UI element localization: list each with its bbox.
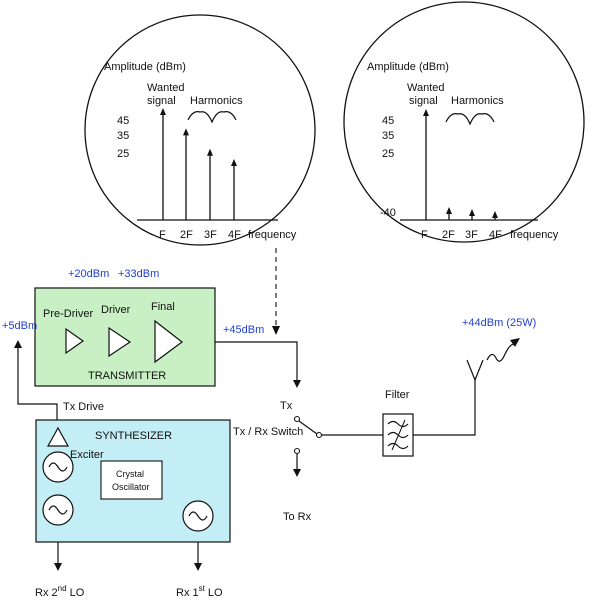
final-label: Final <box>151 301 175 313</box>
switch-tx-contact-icon <box>293 415 301 423</box>
tx-drive-wire <box>17 345 58 420</box>
left-ytick-35: 35 <box>117 130 129 142</box>
exciter-label: Exciter <box>70 449 104 461</box>
driver-amplifier-icon <box>108 326 132 358</box>
level-output: +45dBm <box>223 324 264 336</box>
pre-driver-label: Pre-Driver <box>43 308 93 320</box>
level-final-input: +33dBm <box>118 268 159 280</box>
rx1-lo-arrow-icon <box>194 563 202 571</box>
left-xtick-3F: 3F <box>204 229 217 241</box>
exciter-amplifier-icon <box>46 426 70 447</box>
right-frequency-label: frequency <box>510 229 559 241</box>
tx-drive-arrow-icon <box>14 340 22 348</box>
left-ytick-25: 25 <box>117 148 129 160</box>
right-xtick-2F: 2F <box>442 229 455 241</box>
tx-output-wire <box>215 341 298 383</box>
crystal-oscillator-box <box>100 460 163 500</box>
left-spectrum-circle <box>84 14 316 246</box>
tx-output-arrow-icon <box>293 380 301 388</box>
pre-driver-amplifier-icon <box>65 327 85 355</box>
final-amplifier-icon <box>154 319 183 364</box>
left-harmonics-brace <box>187 111 237 124</box>
left-bar-arrowhead-4F <box>231 159 237 166</box>
left-xtick-F: F <box>159 229 166 241</box>
right-ytick-minus40: -40 <box>380 207 396 219</box>
tx-label: Tx <box>280 400 293 412</box>
antenna-power-label: +44dBm (25W) <box>462 317 536 329</box>
right-xtick-F: F <box>421 229 428 241</box>
left-bar-arrowhead-2F <box>183 128 189 136</box>
filter-label: Filter <box>385 389 410 401</box>
left-harmonics-label: Harmonics <box>190 95 243 107</box>
left-bar-arrowhead-3F <box>207 148 213 156</box>
right-spectrum-panel: Amplitude (dBm) Wanted signal Harmonics … <box>343 1 585 243</box>
right-amplitude-label: Amplitude (dBm) <box>367 61 449 73</box>
left-bar-arrowhead-F <box>160 108 166 115</box>
right-spectrum-circle <box>343 1 585 243</box>
tx-drive-label: Tx Drive <box>63 401 104 413</box>
oscillator-2-sine-icon <box>48 505 68 515</box>
right-bar-arrowhead-F <box>423 109 429 116</box>
right-harmonics-label: Harmonics <box>451 95 504 107</box>
right-bar-arrowhead-3F <box>469 209 475 216</box>
right-harmonics-brace <box>445 113 495 126</box>
right-xtick-4F: 4F <box>489 229 502 241</box>
right-bar-arrowhead-4F <box>492 211 498 218</box>
right-wanted-label-2: signal <box>409 95 438 107</box>
tx-rx-switch: Tx Tx / Rx Switch To Rx <box>233 400 323 523</box>
level-driver-input: +20dBm <box>68 268 109 280</box>
right-ytick-45: 45 <box>382 115 394 127</box>
switch-arm <box>298 420 318 435</box>
right-ytick-25: 25 <box>382 148 394 160</box>
synthesizer-block: SYNTHESIZER Exciter Crystal Oscillator <box>35 419 231 543</box>
left-xtick-4F: 4F <box>228 229 241 241</box>
oscillator-3-sine-icon <box>188 511 208 521</box>
switch-label: Tx / Rx Switch <box>233 426 303 438</box>
level-input: +5dBm <box>2 320 37 332</box>
transmitter-title: TRANSMITTER <box>88 370 166 382</box>
lo-outputs: Rx 2nd LO Rx 1st LO <box>35 542 223 599</box>
crystal-label-1: Crystal <box>116 469 144 479</box>
transmitter-box <box>34 287 216 387</box>
right-ytick-35: 35 <box>382 130 394 142</box>
rx1-lo-label: Rx 1st LO <box>176 584 223 599</box>
synthesizer-title: SYNTHESIZER <box>95 430 172 442</box>
left-amplitude-label: Amplitude (dBm) <box>104 61 186 73</box>
spectrum-pointer-arrow-icon <box>272 326 280 335</box>
wiring <box>14 248 301 420</box>
left-ytick-45: 45 <box>117 115 129 127</box>
to-rx-arrow-icon <box>293 469 301 477</box>
oscillator-1-sine-icon <box>48 462 68 472</box>
switch-common-contact-icon <box>315 431 323 439</box>
right-wanted-label-1: Wanted <box>407 82 445 94</box>
left-wanted-label-2: signal <box>147 95 176 107</box>
to-rx-label: To Rx <box>283 511 312 523</box>
rx2-lo-arrow-icon <box>54 563 62 571</box>
right-bar-arrowhead-2F <box>446 207 452 214</box>
left-wanted-label-1: Wanted <box>147 82 185 94</box>
filter-to-antenna-wire <box>413 378 476 436</box>
radio-wave-icon <box>486 343 515 362</box>
filter-and-antenna: Filter +44dBm (25W) <box>322 317 536 457</box>
transmitter-block: +20dBm +33dBm Pre-Driver Driver Final TR… <box>2 268 264 387</box>
filter-icon <box>387 419 409 451</box>
switch-rx-contact-icon <box>293 447 301 455</box>
driver-label: Driver <box>101 304 131 316</box>
left-xtick-2F: 2F <box>180 229 193 241</box>
rx2-lo-label: Rx 2nd LO <box>35 584 85 599</box>
right-xtick-3F: 3F <box>465 229 478 241</box>
left-spectrum-bars <box>160 108 237 220</box>
crystal-label-2: Oscillator <box>112 482 150 492</box>
radio-wave-arrow-icon <box>510 338 520 347</box>
antenna-icon <box>466 359 484 382</box>
left-spectrum-panel: Amplitude (dBm) Wanted signal Harmonics … <box>84 14 316 246</box>
right-spectrum-bars <box>423 109 498 220</box>
left-frequency-label: frequency <box>248 229 297 241</box>
